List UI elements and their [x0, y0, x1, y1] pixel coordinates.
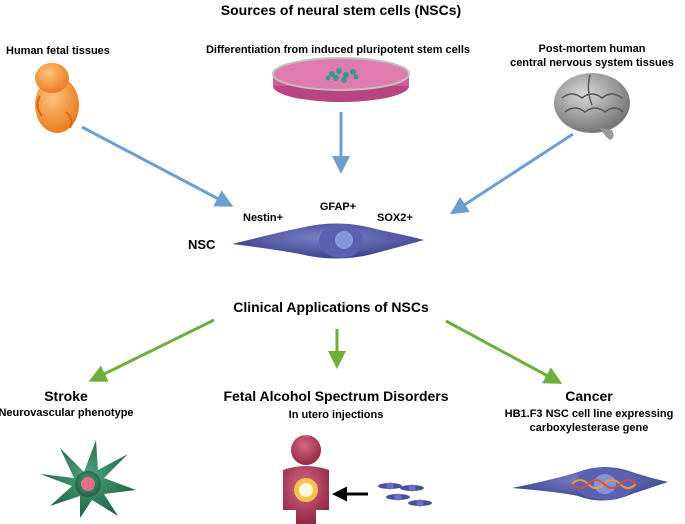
nsc-cell-icon [232, 223, 424, 259]
arrow-to-cancer [445, 319, 563, 384]
svg-text:ooo: ooo [303, 433, 310, 438]
marker-gfap: GFAP+ [319, 201, 357, 213]
marker-nestin: Nestin+ [243, 212, 284, 224]
applications-title: Clinical Applications of NSCs [233, 299, 429, 315]
brain-icon [554, 73, 630, 140]
app-subtitle-cancer-line1: HB1.F3 NSC cell line expressing [504, 408, 674, 420]
arrow-cns-to-nsc [449, 132, 574, 215]
app-title-cancer: Cancer [565, 388, 613, 404]
petri-dish-icon [272, 57, 410, 102]
nsc-label: NSC [188, 237, 216, 252]
app-subtitle-fasd: In utero injections [288, 409, 384, 421]
neuron-icon [40, 440, 136, 518]
marker-sox2: SOX2+ [377, 212, 413, 224]
app-subtitle-cancer-line2: carboxylesterase gene [529, 422, 649, 434]
dna-cell-icon [512, 467, 668, 501]
app-title-stroke: Stroke [44, 388, 88, 404]
source-label-fetal: Human fetal tissues [6, 45, 110, 57]
fetus-icon [35, 63, 79, 133]
diagram-title: Sources of neural stem cells (NSCs) [220, 2, 462, 18]
injected-cells [378, 482, 432, 507]
source-label-ipsc: Differentiation from induced pluripotent… [205, 44, 471, 56]
arrow-to-stroke [88, 318, 215, 382]
app-subtitle-stroke: Neurovascular phenotype [0, 407, 134, 419]
source-label-cns-line1: Post-mortem human [538, 43, 646, 55]
app-title-fasd: Fetal Alcohol Spectrum Disorders [223, 388, 449, 404]
fetus-injection-icon: ooo [283, 433, 432, 524]
arrow-fetal-to-nsc [81, 125, 234, 207]
source-label-cns-line2: central nervous system tissues [510, 57, 674, 69]
